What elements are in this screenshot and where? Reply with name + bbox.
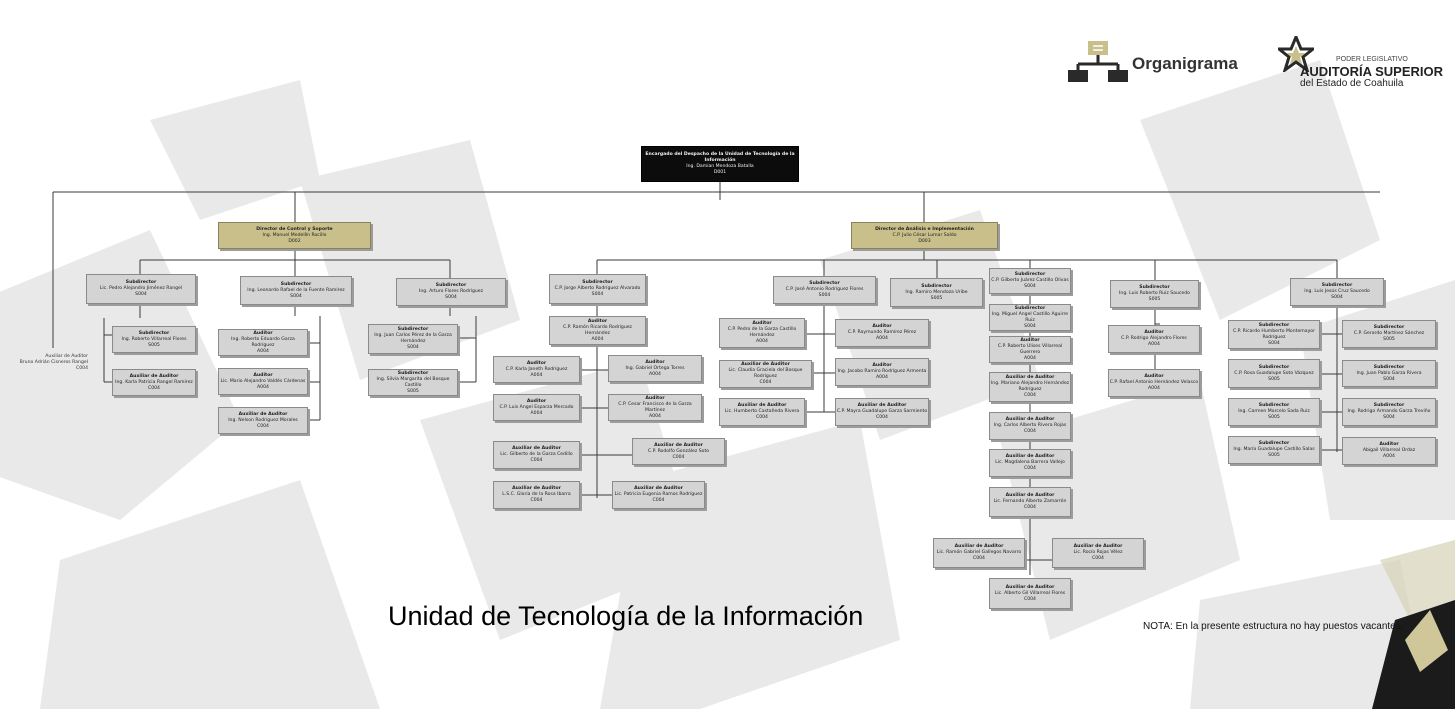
organigrama-icon <box>1068 41 1128 82</box>
asf-estado: del Estado de Coahuila <box>1300 78 1404 89</box>
node-auxleft[interactable]: Auxiliar de Auditor Bruno Adrián Cisnero… <box>19 354 88 371</box>
organigrama-logo-text: Organigrama <box>1132 54 1238 73</box>
asf-auditoria-superior: AUDITORÍA SUPERIOR <box>1300 64 1444 79</box>
page-title: Unidad de Tecnología de la Información <box>388 601 864 631</box>
node-top[interactable]: Encargado del Despacho de la Unidad de T… <box>641 146 799 182</box>
asf-poder-legislativo: PODER LEGISLATIVO <box>1336 56 1408 63</box>
vacancy-note: NOTA: En la presente estructura no hay p… <box>1143 621 1404 632</box>
node-dir1[interactable]: Director de Control y Soporte Ing. Manue… <box>218 222 371 249</box>
asf-star-icon <box>1278 36 1314 72</box>
node-dir2[interactable]: Director de Análisis e Implementación C.… <box>851 222 998 249</box>
